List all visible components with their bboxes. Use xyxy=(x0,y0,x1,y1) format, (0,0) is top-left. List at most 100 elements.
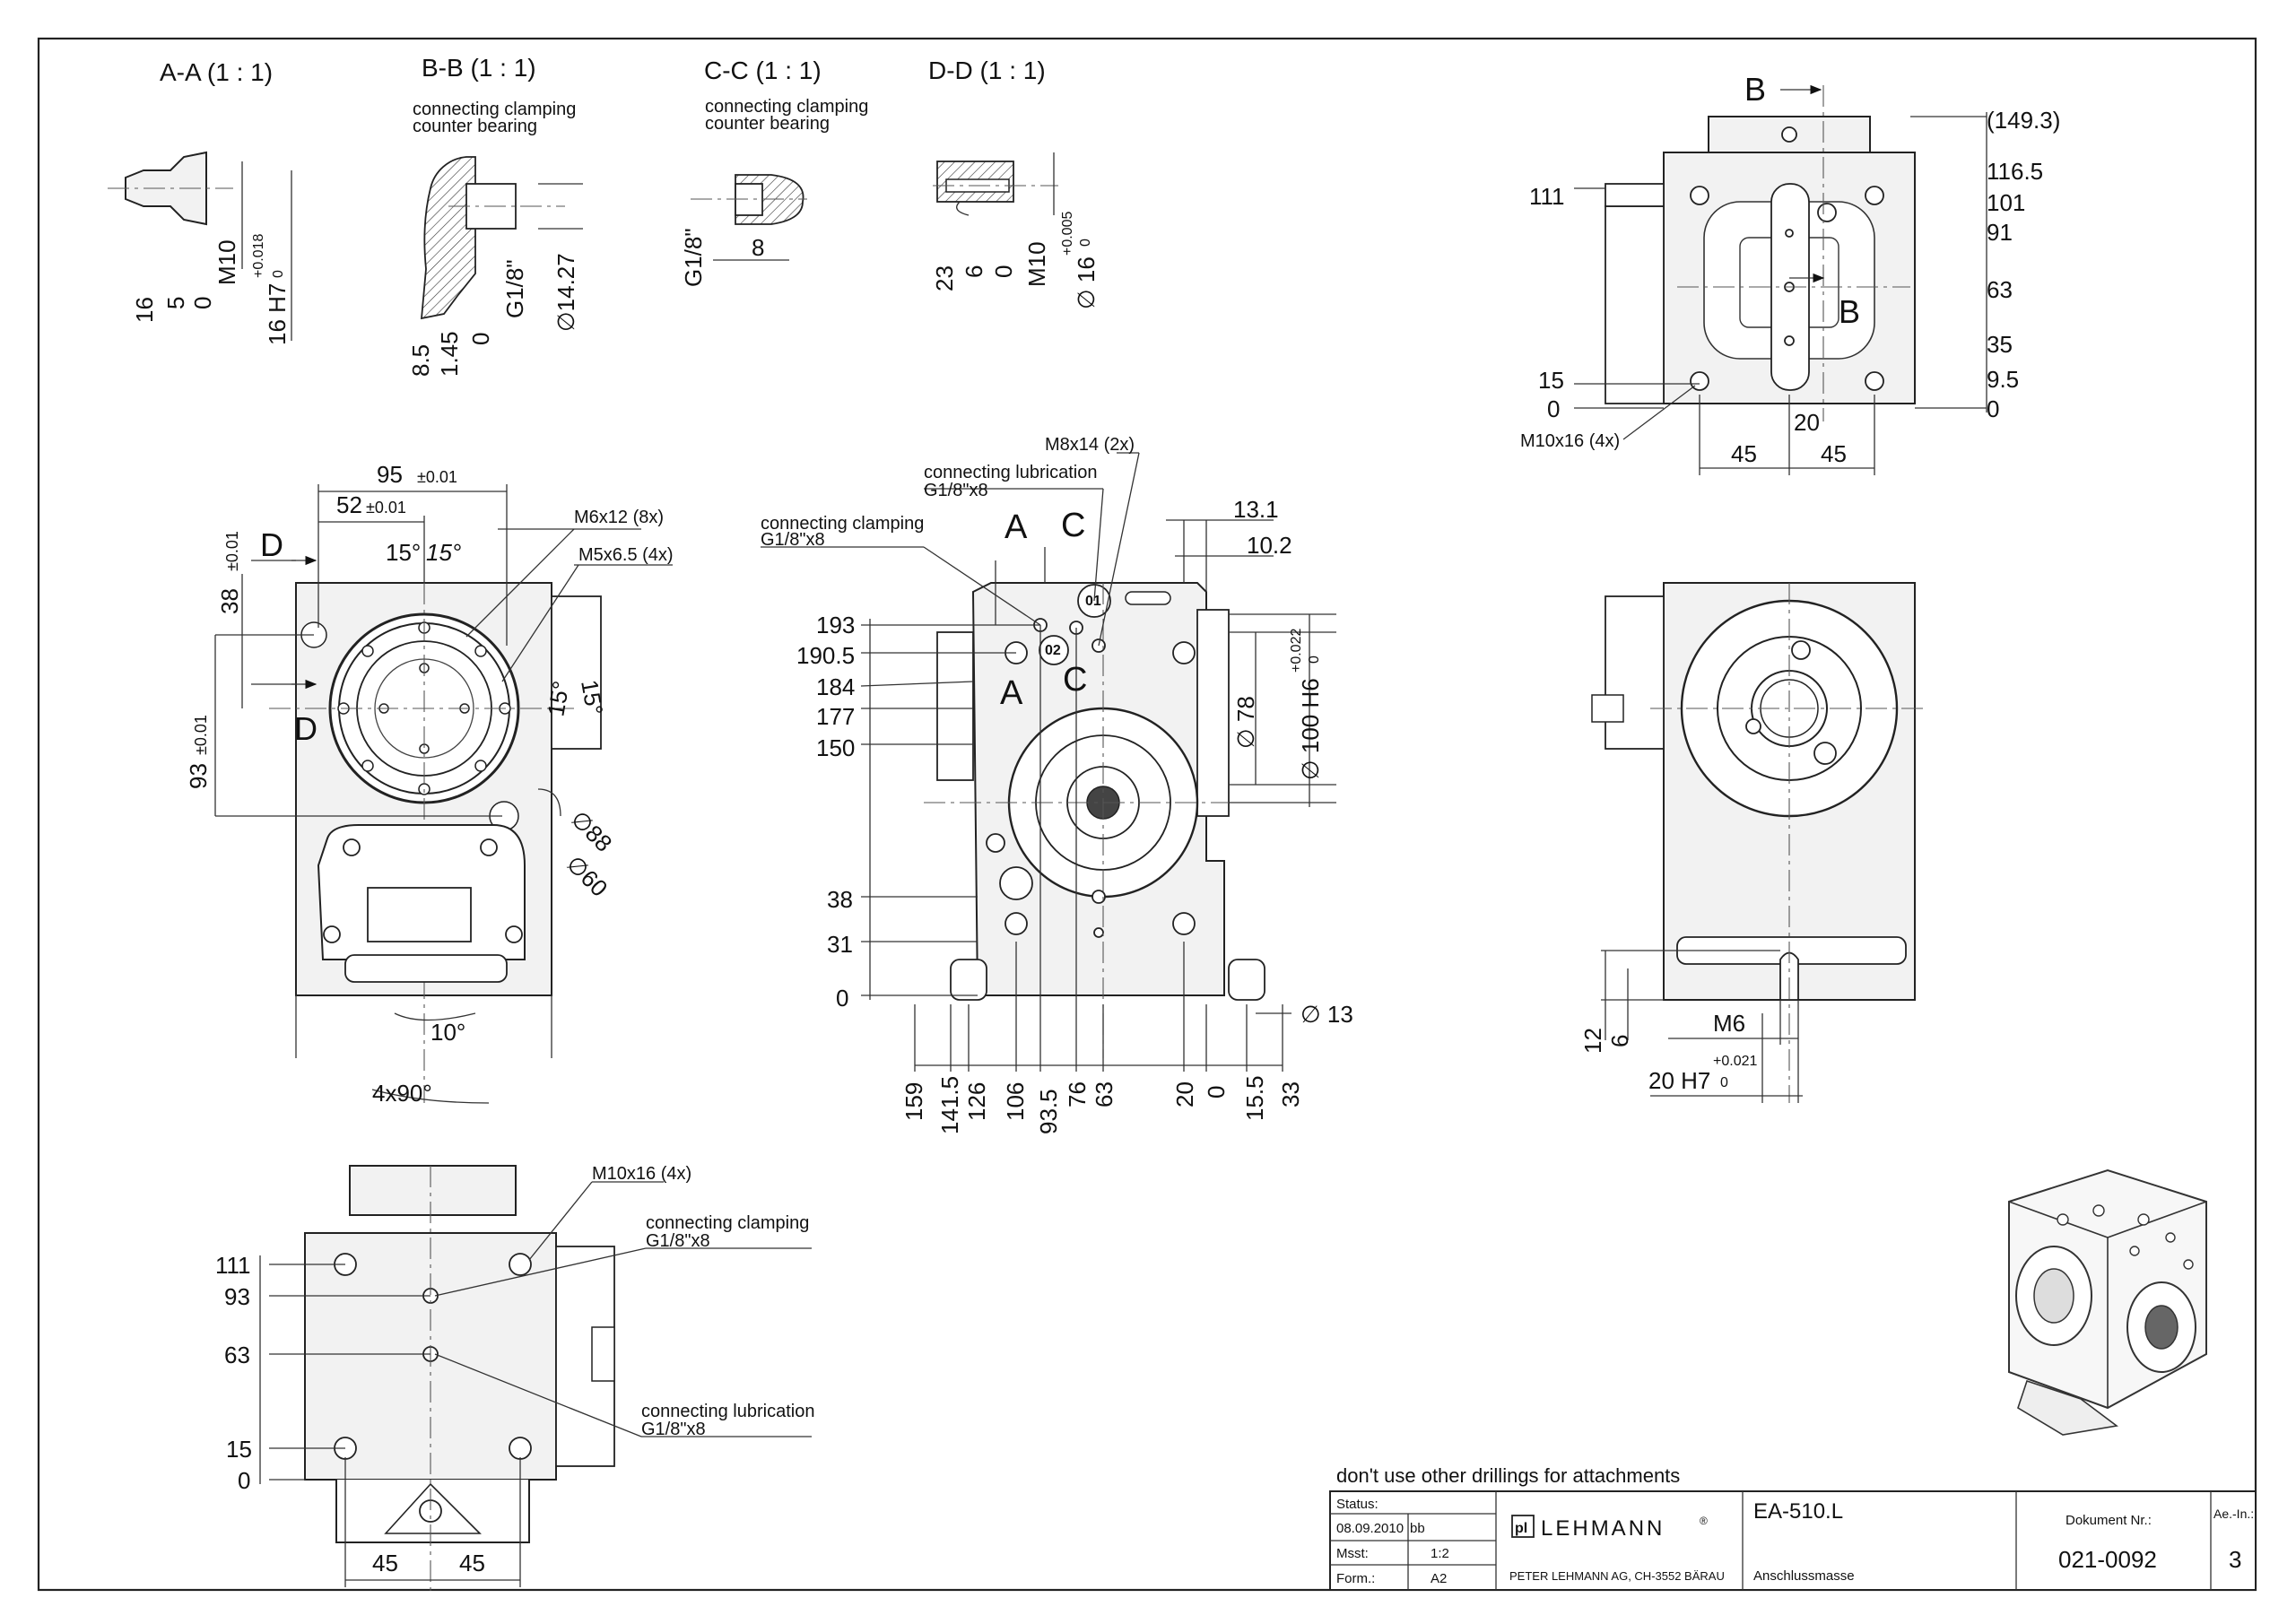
bb-dim-1-45: 1.45 xyxy=(436,331,463,377)
bb-note-line2: counter bearing xyxy=(413,117,537,136)
tb-rev-number: 3 xyxy=(2229,1546,2241,1573)
section-c-c: C-C (1 : 1) connecting clamping counter … xyxy=(680,56,868,287)
front-d100-tol-upper: +0.022 xyxy=(1289,629,1304,673)
left-section-label-d2: D xyxy=(294,710,317,747)
tb-doc-label: Dokument Nr.: xyxy=(2066,1513,2152,1528)
top-section-label-b1: B xyxy=(1744,71,1766,108)
front-vdim-0: 0 xyxy=(836,985,848,1012)
front-hdim-126: 126 xyxy=(963,1082,990,1121)
left-angle-15b: 15° xyxy=(426,539,461,566)
front-view: 01 02 193 190.5 xyxy=(761,435,1353,1134)
front-hdim-63: 63 xyxy=(1091,1081,1118,1107)
top-dim-63: 63 xyxy=(1987,276,2013,303)
bottom-view: 111 93 63 15 0 45 45 M10x16 (4x) connect… xyxy=(215,1164,814,1596)
bottom-dim-111: 111 xyxy=(215,1252,251,1279)
top-dim-101: 101 xyxy=(1987,189,2025,216)
front-section-label-a1: A xyxy=(1004,508,1028,546)
left-m5-label: M5x6.5 (4x) xyxy=(578,545,674,565)
side-tol-lower: 0 xyxy=(1720,1075,1728,1090)
bb-dim-g18: G1/8" xyxy=(501,259,528,318)
section-title-bb: B-B (1 : 1) xyxy=(422,54,536,82)
lehmann-logo-mark xyxy=(1511,1515,1535,1538)
top-dim-20: 20 xyxy=(1794,409,1820,436)
bottom-dim-0: 0 xyxy=(238,1467,250,1494)
aa-tol-upper: +0.018 xyxy=(251,234,266,278)
bottom-clamp-line1: connecting clamping xyxy=(646,1213,809,1233)
left-dim-93-tol: ±0.01 xyxy=(192,715,210,755)
left-m6-label: M6x12 (8x) xyxy=(574,508,664,527)
top-dim-111: 111 xyxy=(1529,183,1565,210)
tb-company: LEHMANN xyxy=(1541,1516,1665,1541)
bottom-dim-15: 15 xyxy=(226,1436,252,1463)
section-title-dd: D-D (1 : 1) xyxy=(928,56,1046,84)
aa-dim-16h7: 16 H7 xyxy=(264,283,291,345)
front-dim-13-1: 13.1 xyxy=(1233,496,1279,523)
side-dim-12: 12 xyxy=(1579,1028,1606,1054)
isometric-view xyxy=(2008,1168,2207,1436)
bb-note-line1: connecting clamping xyxy=(413,100,576,119)
tb-registered-mark: ® xyxy=(1700,1515,1708,1527)
front-hdim-159: 159 xyxy=(900,1082,927,1121)
tb-rev-label: Ae.-In.: xyxy=(2213,1507,2254,1521)
front-vdim-184: 184 xyxy=(816,673,855,700)
top-dim-116-5: 116.5 xyxy=(1987,158,2043,185)
bottom-clamp-line2: G1/8"x8 xyxy=(646,1231,710,1251)
left-dim-52: 52 xyxy=(336,491,362,518)
front-hdim-76: 76 xyxy=(1064,1081,1091,1107)
front-m8-label: M8x14 (2x) xyxy=(1045,435,1135,455)
attachment-note: don't use other drillings for attachment… xyxy=(1336,1464,1680,1487)
dd-dim-m10: M10 xyxy=(1023,241,1050,287)
front-clamp-line1: connecting clamping xyxy=(761,514,924,534)
bb-dim-14-27: ∅14.27 xyxy=(552,253,579,332)
tb-form-value: A2 xyxy=(1431,1571,1447,1586)
front-vdim-38: 38 xyxy=(827,886,853,913)
aa-dim-0: 0 xyxy=(189,297,216,309)
left-section-label-d1: D xyxy=(260,526,283,563)
top-view: B B (149.3) 116.5 101 91 63 35 9.5 0 111… xyxy=(1520,71,2060,475)
front-vdim-150: 150 xyxy=(816,734,855,761)
top-dim-0-right: 0 xyxy=(1987,395,1999,422)
side-dim-6: 6 xyxy=(1606,1035,1633,1047)
top-dim-15: 15 xyxy=(1538,367,1564,394)
bottom-lub-line1: connecting lubrication xyxy=(641,1402,814,1421)
top-dim-0-left: 0 xyxy=(1547,395,1560,422)
top-dim-35: 35 xyxy=(1987,331,2013,358)
front-dim-d13: ∅ 13 xyxy=(1300,1001,1353,1028)
front-d100-tol-lower: 0 xyxy=(1307,656,1322,664)
front-hdim-20: 20 xyxy=(1171,1081,1198,1107)
left-dim-95-tol: ±0.01 xyxy=(417,468,457,486)
left-angle-15d: 15° xyxy=(542,679,574,718)
cc-dim-8: 8 xyxy=(752,234,764,261)
bottom-m10-label: M10x16 (4x) xyxy=(592,1164,691,1184)
side-dim-20h7: 20 H7 xyxy=(1648,1067,1710,1094)
section-title-aa: A-A (1 : 1) xyxy=(160,58,273,86)
bottom-dim-93: 93 xyxy=(224,1283,250,1310)
bb-dim-0: 0 xyxy=(467,333,494,345)
dd-dim-16: ∅ 16 xyxy=(1073,256,1100,309)
section-d-d: D-D (1 : 1) 23 6 0 M10 ∅ 16 +0.005 0 xyxy=(928,56,1100,309)
top-section-label-b2: B xyxy=(1839,293,1860,330)
tb-address: PETER LEHMANN AG, CH-3552 BÄRAU xyxy=(1509,1569,1725,1583)
left-dim-93: 93 xyxy=(185,763,212,789)
aa-profile xyxy=(125,151,207,226)
left-dim-d60: ∅60 xyxy=(561,850,613,902)
left-dim-52-tol: ±0.01 xyxy=(366,499,406,517)
left-angle-15a: 15° xyxy=(386,539,421,566)
tb-initials: bb xyxy=(1410,1521,1425,1536)
dd-tol-upper: +0.005 xyxy=(1060,212,1075,256)
front-dim-d78: ∅ 78 xyxy=(1232,696,1259,749)
cc-note-line2: counter bearing xyxy=(705,114,830,134)
section-title-cc: C-C (1 : 1) xyxy=(704,56,822,84)
left-dim-d88: ∅88 xyxy=(566,805,618,857)
front-vdim-193: 193 xyxy=(816,612,855,638)
tb-msst-value: 1:2 xyxy=(1431,1546,1449,1561)
top-dim-45b: 45 xyxy=(1821,440,1847,467)
aa-tol-lower: 0 xyxy=(271,270,286,278)
bottom-lub-line2: G1/8"x8 xyxy=(641,1420,706,1439)
front-hdim-141-5: 141.5 xyxy=(936,1076,963,1134)
dd-dim-0: 0 xyxy=(990,265,1017,278)
aa-dim-16: 16 xyxy=(131,297,158,323)
drawing-frame xyxy=(37,37,2257,1592)
tb-date: 08.09.2010 xyxy=(1336,1521,1404,1536)
